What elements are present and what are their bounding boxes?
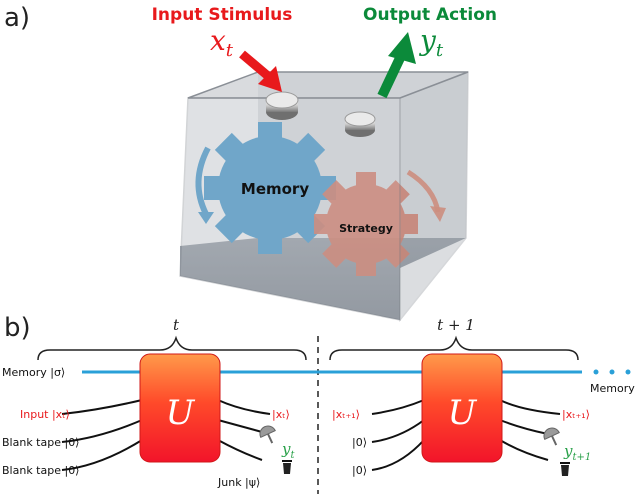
right-unitary-label: U	[448, 393, 478, 433]
left-unitary-block	[139, 353, 221, 463]
memory-state-label: Memory |σ⟩	[2, 366, 65, 379]
left-junk-bin-icon	[282, 460, 292, 474]
memory-right-label: Memory	[590, 382, 635, 395]
right-wires	[371, 399, 561, 471]
right-unitary-block	[421, 353, 503, 463]
memory-label: Memory	[241, 180, 309, 198]
right-junk-bin-icon	[560, 462, 570, 476]
box-front	[179, 70, 469, 323]
memory-rotation-arrow	[195, 146, 211, 216]
output-symbol: yt	[418, 24, 444, 61]
input-stimulus-title: Input Stimulus	[152, 5, 293, 25]
panel-b-label: b)	[4, 313, 31, 343]
strategy-label: Strategy	[339, 222, 393, 235]
left-blank-tape-2: Blank tape |0⟩	[2, 464, 79, 477]
left-unitary-label: U	[166, 393, 196, 433]
right-blank-2: |0⟩	[352, 464, 367, 477]
brace-t	[37, 335, 307, 361]
left-output-x: |xₜ⟩	[272, 408, 290, 421]
memory-dot-1	[593, 369, 599, 375]
strategy-gear	[314, 172, 418, 276]
input-arrow	[239, 50, 282, 92]
left-detector-icon	[259, 425, 276, 444]
left-junk-label: Junk |ψ⟩	[217, 476, 260, 489]
memory-dot-3	[625, 369, 631, 375]
memory-arrow-head	[198, 212, 214, 224]
memory-dot-2	[609, 369, 615, 375]
brace-t1	[329, 335, 579, 361]
right-blank-1: |0⟩	[352, 436, 367, 449]
left-input-label: Input |xₜ⟩	[20, 408, 70, 421]
right-output-y: yt+1	[563, 442, 591, 463]
right-output-x: |xₜ₊₁⟩	[562, 408, 590, 421]
strategy-arrow-head	[430, 206, 446, 222]
output-action-title: Output Action	[363, 5, 497, 25]
left-blank-tape-1: Blank tape |0⟩	[2, 436, 79, 449]
output-arrow	[377, 32, 416, 99]
panel-a-label: a)	[4, 3, 30, 33]
memory-gear	[204, 122, 336, 254]
left-output-y: yt	[281, 440, 295, 461]
time-label-t: t	[173, 316, 180, 334]
input-knob	[265, 91, 299, 120]
input-symbol: xt	[210, 24, 234, 61]
right-detector-icon	[543, 427, 560, 446]
output-knob	[344, 111, 376, 137]
right-input-label: |xₜ₊₁⟩	[332, 408, 360, 421]
left-wires	[61, 399, 271, 471]
time-label-t1: t + 1	[437, 316, 475, 334]
